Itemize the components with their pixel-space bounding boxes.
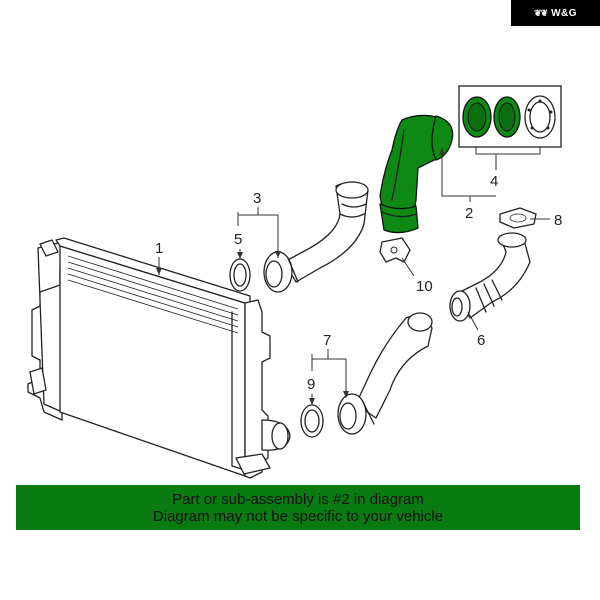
callout-8: 8 bbox=[554, 212, 562, 229]
upper-hose bbox=[263, 181, 369, 293]
brand-mark-icon: ❦❦ bbox=[533, 7, 548, 18]
brand-logo: ❦❦ W&G bbox=[511, 0, 600, 26]
brand-name: W&G bbox=[551, 7, 578, 19]
seal-kit bbox=[458, 85, 562, 148]
callout-numbers: 1 2 3 4 5 6 7 8 9 10 bbox=[155, 173, 562, 393]
leader-lines bbox=[156, 147, 550, 405]
callout-10: 10 bbox=[416, 278, 433, 295]
callout-7: 7 bbox=[323, 332, 331, 349]
gasket-8 bbox=[499, 207, 537, 229]
banner-line-2: Diagram may not be specific to your vehi… bbox=[152, 507, 444, 525]
intercooler bbox=[27, 237, 291, 479]
callout-4: 4 bbox=[490, 173, 498, 190]
callout-3: 3 bbox=[253, 190, 261, 207]
banner-line-1: Part or sub-assembly is #2 in diagram bbox=[172, 490, 424, 508]
inlet-pipe bbox=[449, 232, 531, 322]
callout-1: 1 bbox=[155, 240, 163, 257]
bracket-10 bbox=[379, 237, 411, 263]
o-ring-9 bbox=[300, 404, 324, 438]
o-ring-5 bbox=[229, 258, 251, 292]
callout-2: 2 bbox=[465, 205, 473, 222]
callout-6: 6 bbox=[477, 332, 485, 349]
callout-9: 9 bbox=[307, 376, 315, 393]
lower-hose bbox=[337, 312, 433, 435]
info-banner: Part or sub-assembly is #2 in diagram Di… bbox=[16, 485, 580, 530]
outlet-duct-highlighted bbox=[379, 114, 454, 234]
callout-5: 5 bbox=[234, 231, 242, 248]
